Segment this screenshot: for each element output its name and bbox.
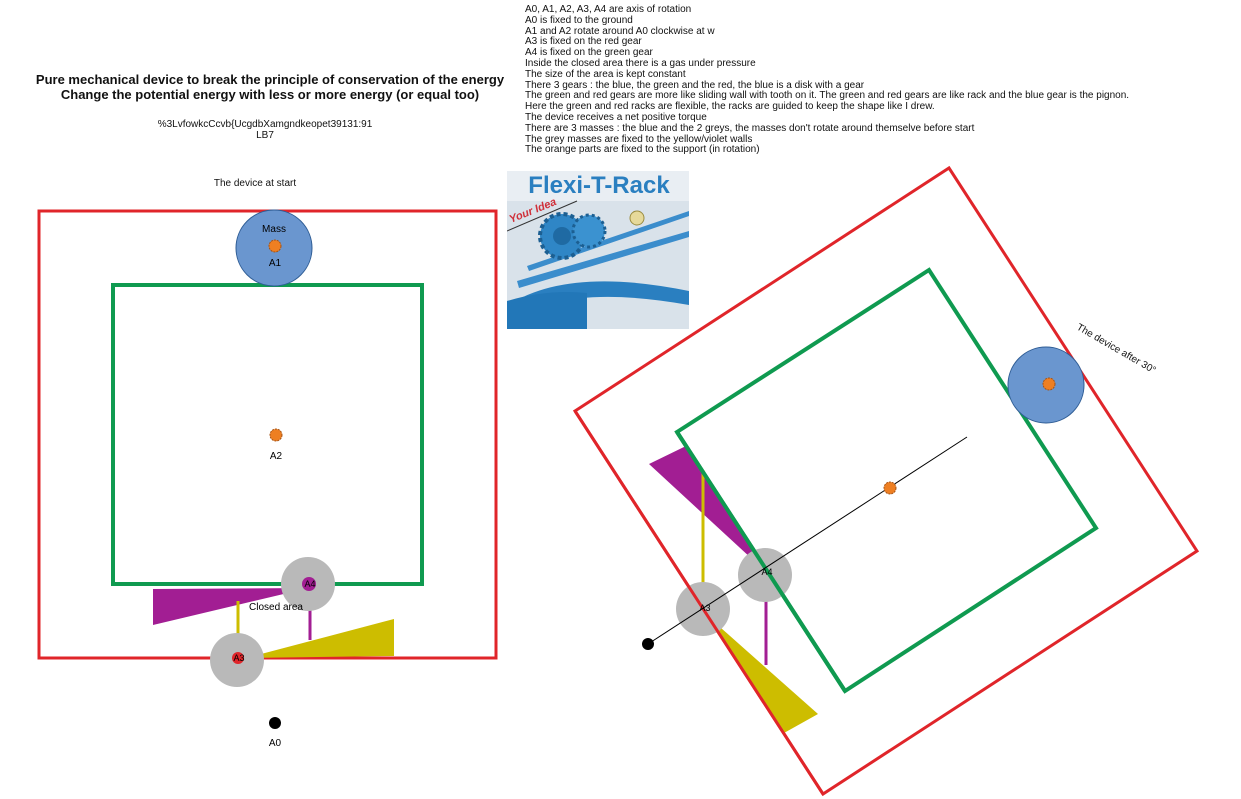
a3-label-rotated: A3 [699,603,710,613]
mass-label: Mass [262,224,286,235]
logo-text: Flexi-T-Rack [528,172,670,199]
code-block: %3LvfowkcCcvb{UcgdbXamgndkeopet39131:91 … [140,119,390,141]
note-8: There 3 gears : the blue, the green and … [525,79,865,91]
note-13: The orange parts are fixed to the suppor… [525,144,760,156]
green-gear-frame-rotated [674,267,1099,694]
closed-area-label: Closed area [249,602,303,613]
title-line-2: Change the potential energy with less or… [60,87,480,102]
notes-list: A0, A1, A2, A3, A4 are axis of rotation … [525,4,1145,156]
code-line-2: LB7 [256,130,274,141]
a2-axis-orange [269,428,283,442]
a3-label: A3 [233,653,244,663]
red-edge-overlay [573,410,825,795]
page-title: Pure mechanical device to break the prin… [20,72,520,102]
green-edge-overlay [675,430,847,693]
a4-label-rotated: A4 [761,567,772,577]
a1-axis-orange-rotated [1042,377,1056,391]
note-6: Inside the closed area there is a gas un… [525,57,756,69]
a2-axis-orange-rotated [883,481,897,495]
yellow-wall [246,619,394,658]
yellow-wall-rotated [703,612,818,733]
note-3: A1 and A2 rotate around A0 clockwise at … [525,25,715,37]
a1-label: A1 [269,258,282,269]
a4-label: A4 [304,579,315,589]
device-after-30: A4 A3 [572,165,1200,797]
note-4: A3 is fixed on the red gear [525,36,642,48]
note-5: A4 is fixed on the green gear [525,47,653,59]
a2-label: A2 [270,451,283,462]
green-gear-frame [111,283,424,586]
note-12: The grey masses are fixed to the yellow/… [525,133,753,145]
flexi-t-rack-logo: Flexi-T-Rack Your Idea [507,171,689,329]
purple-wall [153,588,309,625]
rotation-axis-line [647,436,968,645]
note-9: The green and red gears are more like sl… [525,90,1130,113]
a3-axis [232,652,244,664]
a0-axis [269,717,281,729]
a0-label: A0 [269,738,282,749]
caption-start: The device at start [213,178,297,189]
note-11: There are 3 masses : the blue and the 2 … [525,122,975,134]
note-7: The size of the area is kept constant [525,68,686,80]
a1-axis-orange [268,239,282,253]
a0-axis-rotated [642,638,654,650]
purple-wall-rotated [649,446,765,571]
note-10: The device receives a net positive torqu… [525,111,707,123]
code-line-1: %3LvfowkcCcvb{UcgdbXamgndkeopet39131:91 [157,119,373,130]
title-line-1: Pure mechanical device to break the prin… [35,72,505,87]
note-2: A0 is fixed to the ground [525,14,633,26]
a4-axis [302,577,316,591]
note-1: A0, A1, A2, A3, A4 are axis of rotation [525,4,692,15]
logo-graphic: Flexi-T-Rack Your Idea [507,171,689,329]
device-start: Mass A1 A2 A4 A3 Closed area A0 [37,209,498,749]
